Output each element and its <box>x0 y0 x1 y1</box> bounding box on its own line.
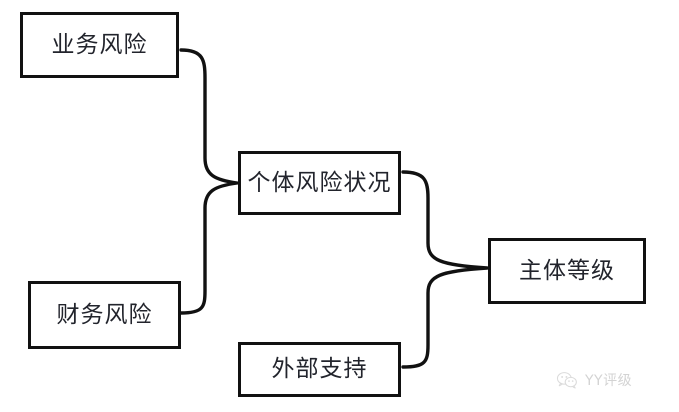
node-business-risk[interactable]: 业务风险 <box>20 12 179 78</box>
node-financial-risk[interactable]: 财务风险 <box>28 281 181 349</box>
watermark: YY评级 <box>556 370 632 390</box>
node-individual-risk-profile[interactable]: 个体风险状况 <box>238 151 401 215</box>
node-entity-rating[interactable]: 主体等级 <box>488 238 646 304</box>
brace-right-connector <box>401 170 489 369</box>
brace-left-connector <box>179 48 239 315</box>
wechat-logo-icon <box>556 372 577 389</box>
node-external-support[interactable]: 外部支持 <box>238 342 401 397</box>
watermark-label: YY评级 <box>585 373 633 389</box>
